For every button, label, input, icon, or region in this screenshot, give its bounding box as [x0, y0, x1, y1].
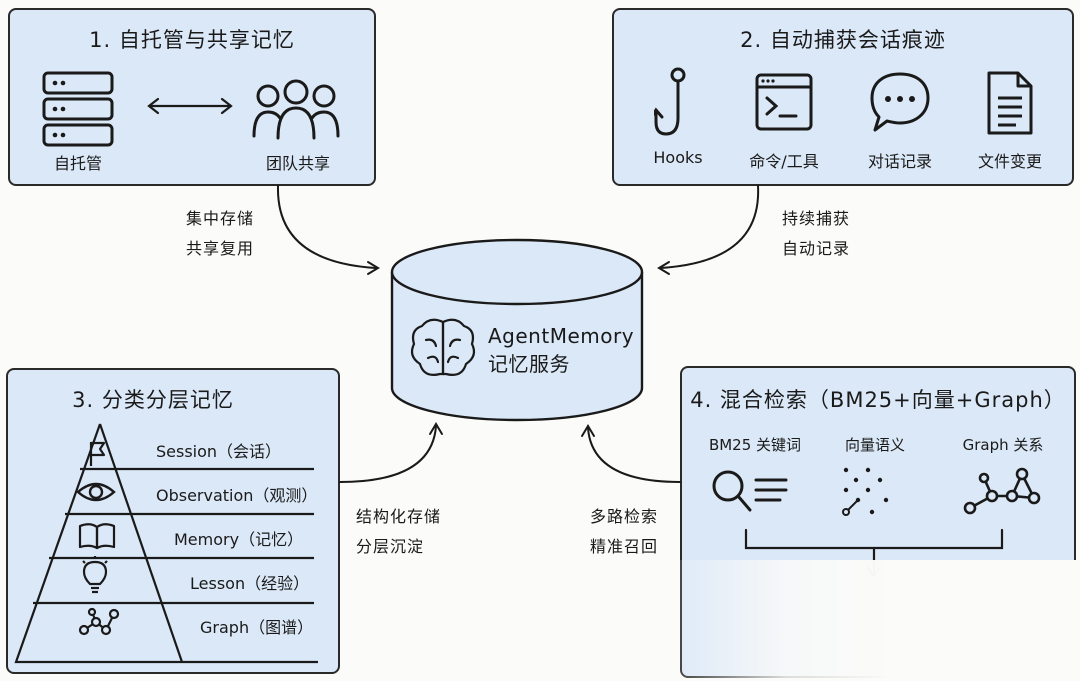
note-line: 结构化存储	[356, 507, 442, 526]
connector-top-right	[659, 185, 760, 269]
team-share-label: 团队共享	[265, 154, 330, 173]
connector-bottom-right	[587, 427, 681, 483]
scatter-icon	[842, 467, 889, 516]
connector-bottom-left	[339, 425, 437, 483]
command-tool-label: 命令/工具	[749, 152, 819, 171]
layer-session: Session（会话）	[156, 442, 282, 461]
note-top-left: 集中存储 共享复用	[186, 204, 254, 264]
terminal-icon	[755, 73, 813, 131]
panel-self-host-shared-memory: 1. 自托管与共享记忆 自托管 团队共享	[8, 8, 376, 186]
magnifier-icon	[712, 470, 788, 512]
note-line: 精准召回	[590, 537, 659, 556]
center-line2: 记忆服务	[488, 352, 570, 376]
panel-auto-capture: 2. 自动捕获会话痕迹 Hooks 命令/工具	[612, 8, 1074, 186]
server-icon	[42, 71, 114, 147]
graph-relation-label: Graph 关系	[962, 436, 1044, 454]
brain-icon	[410, 318, 476, 376]
team-icon	[252, 79, 340, 140]
note-bottom-left: 结构化存储 分层沉淀	[356, 502, 441, 562]
note-bottom-right: 多路检索 精准召回	[590, 502, 658, 562]
note-line: 多路检索	[590, 507, 659, 526]
chat-record-label: 对话记录	[867, 152, 932, 171]
layer-memory: Memory（记忆）	[174, 530, 304, 549]
hook-icon	[654, 67, 686, 136]
vector-label: 向量语义	[844, 436, 905, 454]
double-arrow-icon	[147, 97, 233, 115]
network-icon	[963, 467, 1041, 515]
layer-graph: Graph（图谱）	[200, 618, 314, 637]
fade-overlay	[660, 560, 1080, 681]
center-line1: AgentMemory	[488, 324, 635, 348]
layer-lesson: Lesson（经验）	[190, 574, 310, 593]
panel-title: 3. 分类分层记忆	[72, 388, 234, 412]
file-change-label: 文件变更	[977, 152, 1042, 171]
bm25-label: BM25 关键词	[708, 436, 802, 454]
hooks-label: Hooks	[653, 148, 703, 167]
panel-title: 4. 混合检索（BM25+向量+Graph）	[690, 388, 1066, 412]
document-icon	[987, 71, 1033, 135]
chat-icon	[870, 72, 930, 132]
note-line: 自动记录	[782, 239, 851, 258]
note-line: 持续捕获	[782, 209, 851, 228]
agentmemory-title: AgentMemory 记忆服务	[488, 322, 634, 378]
self-host-label: 自托管	[53, 154, 102, 173]
note-line: 分层沉淀	[356, 537, 425, 556]
panel-title: 2. 自动捕获会话痕迹	[740, 28, 946, 52]
note-top-right: 持续捕获 自动记录	[782, 204, 850, 264]
layer-observation: Observation（观测）	[156, 486, 318, 505]
connector-top-left	[276, 185, 377, 269]
note-line: 集中存储	[186, 209, 255, 228]
panel-title: 1. 自托管与共享记忆	[89, 28, 295, 52]
note-line: 共享复用	[186, 239, 255, 258]
